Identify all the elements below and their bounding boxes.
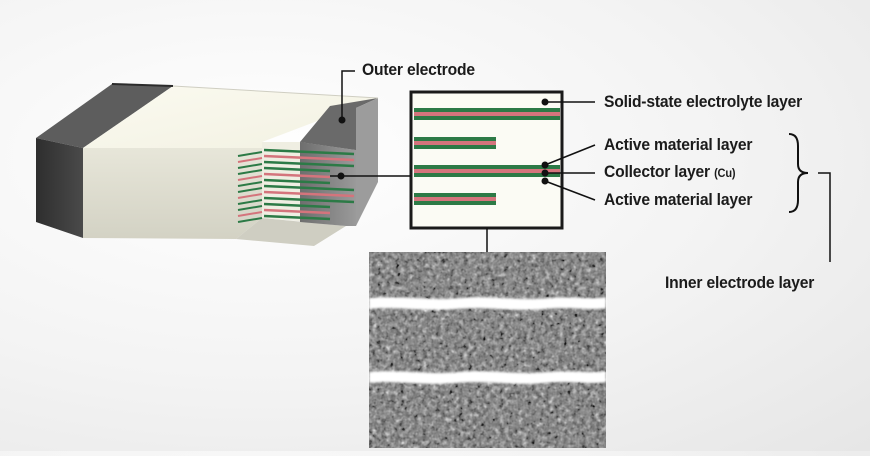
leader-lines xyxy=(330,70,831,262)
chip-edge-stripe xyxy=(237,187,263,193)
left-electrode-front xyxy=(36,138,83,238)
chip-edge-stripe xyxy=(237,157,263,163)
left-electrode-top xyxy=(36,84,173,148)
inset-active-layer xyxy=(414,201,496,205)
chip-edge-stripe xyxy=(237,175,263,181)
chip-active-stripe xyxy=(263,214,331,221)
chip-edge-stripe xyxy=(237,193,263,199)
chip-edge-stripe xyxy=(237,217,263,223)
inset-active-layer xyxy=(414,173,560,177)
active-top-dot xyxy=(541,161,549,169)
chip-collector-stripe xyxy=(263,208,331,215)
sem-micrograph xyxy=(369,252,606,448)
inner-electrode-brace xyxy=(788,133,809,213)
cutaway-floor xyxy=(236,218,346,246)
active-bottom-dot xyxy=(541,177,549,185)
chip-active-stripe xyxy=(263,148,355,156)
micrograph-collector-band-1 xyxy=(369,297,606,310)
chip-active-stripe xyxy=(263,160,355,168)
collector-layer-text: Collector layer xyxy=(604,162,710,181)
inset-collector-layer xyxy=(414,112,560,116)
chip-edge-stripe xyxy=(237,163,263,169)
active-top-leader xyxy=(544,144,596,166)
chip-edge-stripe xyxy=(237,181,263,187)
collector-material-text: (Cu) xyxy=(714,166,736,180)
chip-top-edge xyxy=(172,85,379,99)
outer-electrode-dot xyxy=(338,116,346,124)
right-electrode-side xyxy=(356,98,378,226)
chip-front-face xyxy=(83,148,262,239)
inset-collector-layer xyxy=(414,141,496,145)
cross-section-inset xyxy=(338,90,564,252)
chip-active-stripe xyxy=(263,184,355,192)
inset-collector-layer xyxy=(414,169,560,173)
electrolyte-dot xyxy=(541,98,549,106)
active-bottom-leader xyxy=(544,180,596,201)
chip-edge-stripe xyxy=(237,151,263,157)
inset-active-layer xyxy=(414,108,560,112)
chip-top-face xyxy=(83,86,378,148)
chip-collector-stripe xyxy=(263,154,355,162)
inset-active-layer xyxy=(414,145,496,149)
outer-electrode-label: Outer electrode xyxy=(362,60,475,79)
micrograph-noise xyxy=(369,252,606,448)
inset-active-layer xyxy=(414,165,560,169)
chip-internal-layers xyxy=(237,148,355,223)
right-electrode-top-face xyxy=(300,98,378,150)
inner-electrode-layer-label: Inner electrode layer xyxy=(665,273,815,292)
chip-active-stripe xyxy=(263,196,355,204)
chip-active-stripe xyxy=(263,202,331,209)
inset-collector-layer xyxy=(414,197,496,201)
chip-edge-stripe xyxy=(237,199,263,205)
micrograph-collector-band-2 xyxy=(369,371,606,384)
inset-active-layer xyxy=(414,193,496,197)
chip-edge-stripe xyxy=(237,211,263,217)
inset-layers xyxy=(414,108,560,205)
collector-layer-label: Collector layer (Cu) xyxy=(604,162,736,182)
active-material-bottom-label: Active material layer xyxy=(604,190,753,209)
chip-collector-stripe xyxy=(263,172,331,179)
chip-body xyxy=(36,83,379,246)
chip-layers-dot xyxy=(337,172,345,180)
chip-active-stripe xyxy=(263,166,331,173)
inner-electrode-leader xyxy=(818,172,831,262)
outer-electrode-leader xyxy=(341,70,355,120)
chip-edge-stripe xyxy=(237,205,263,211)
chip-collector-stripe xyxy=(263,190,355,198)
collector-dot xyxy=(541,169,549,177)
chip-top-seam xyxy=(111,83,174,87)
chip-active-stripe xyxy=(263,178,331,185)
active-material-top-label: Active material layer xyxy=(604,135,753,154)
chip-edge-stripe xyxy=(237,169,263,175)
electrolyte-layer-label: Solid-state electrolyte layer xyxy=(604,92,803,111)
inset-active-layer xyxy=(414,137,496,141)
inset-active-layer xyxy=(414,116,560,120)
